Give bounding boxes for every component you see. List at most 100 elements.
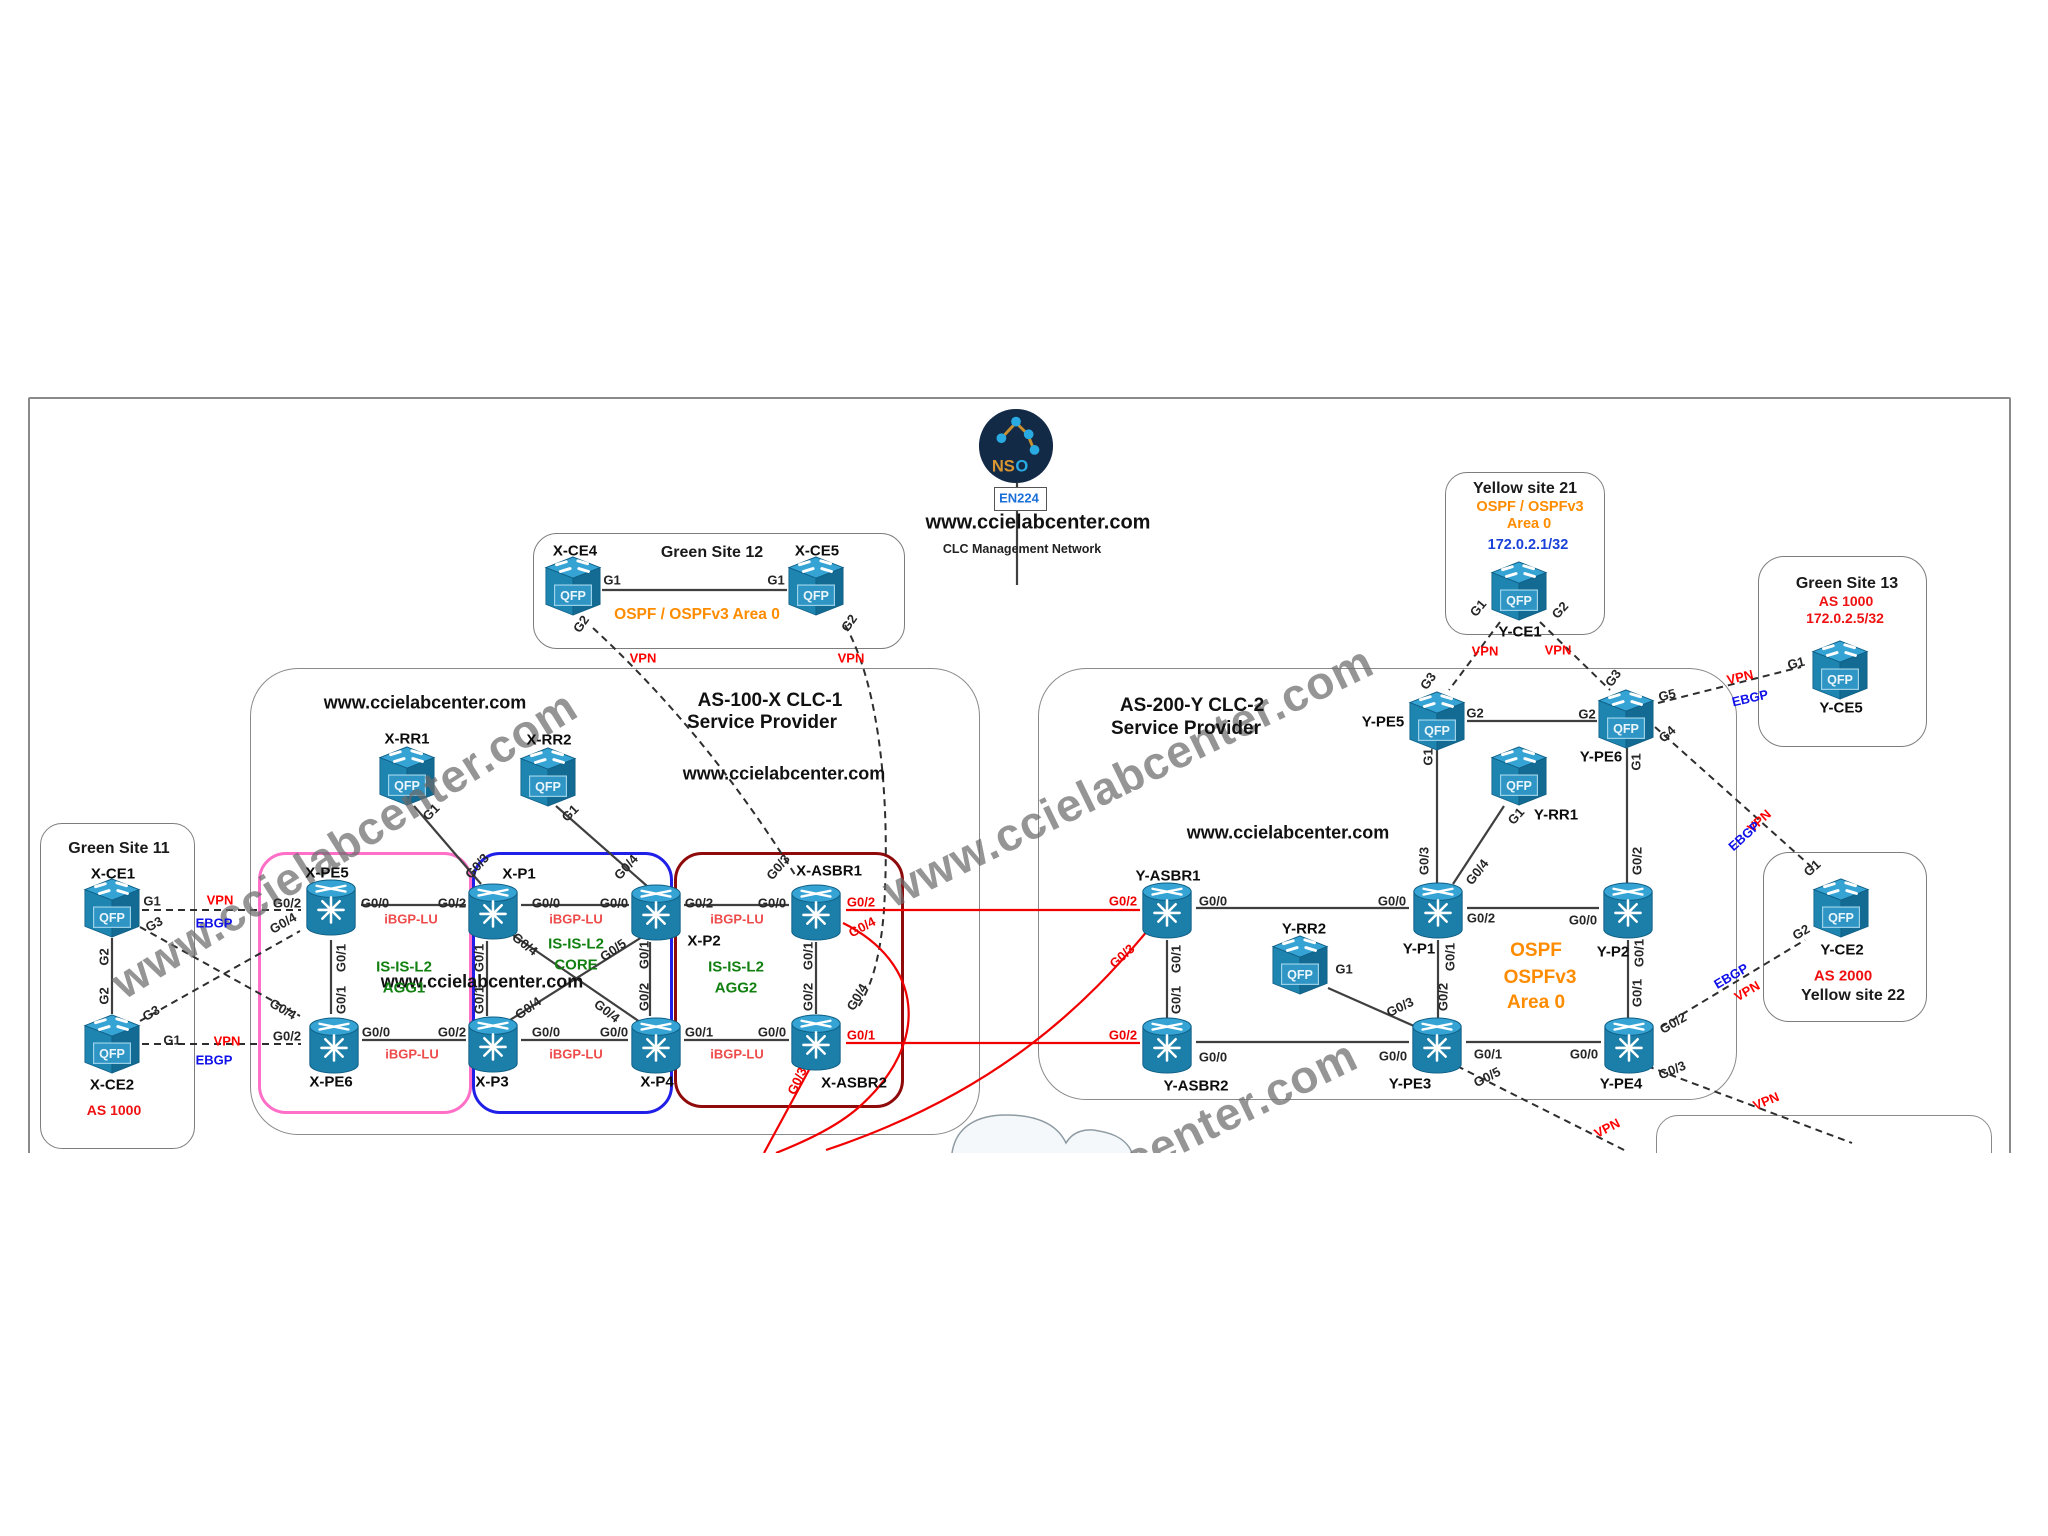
label-g0-0-118: G0/0 [1198, 1049, 1228, 1065]
qfp-router-icon: QFP [1812, 878, 1870, 938]
label-is-is-l2-39: IS-IS-L2 [708, 958, 764, 976]
router-y-ce5: QFP [1809, 639, 1871, 701]
label-g0-1-116: G0/1 [1168, 944, 1184, 974]
sp-as100-box [250, 668, 980, 1135]
svg-text:QFP: QFP [99, 911, 125, 925]
label-x-rr2-22: X-RR2 [526, 731, 572, 749]
label-ibgp-lu-48: iBGP-LU [549, 911, 603, 927]
qfp-router-icon: QFP [1597, 689, 1655, 749]
svg-text:QFP: QFP [1827, 673, 1853, 687]
qfp-router-icon: QFP [83, 1014, 141, 1074]
router-icon [309, 1017, 359, 1074]
label-y-pe4-105: Y-PE4 [1599, 1075, 1643, 1093]
label-g0-2-91: G0/2 [272, 895, 302, 911]
label-ospf-ospfv3-area-0-11: OSPF / OSPFv3 Area 0 [614, 606, 780, 623]
label-y-ce1-146: Y-CE1 [1498, 623, 1542, 641]
router-icon [468, 1016, 518, 1073]
router-x-p2 [627, 882, 685, 944]
label-g0-0-115: G0/0 [1377, 893, 1407, 909]
label-x-pe5-27: X-PE5 [305, 864, 349, 882]
label-x-pe6-31: X-PE6 [309, 1073, 353, 1091]
label-g0-0-41: G0/0 [360, 895, 390, 911]
label-g0-2-73: G0/2 [846, 894, 876, 910]
label-172-0-2-5-32-155: 172.0.2.5/32 [1806, 610, 1884, 626]
label-g0-2-122: G0/2 [1466, 910, 1496, 926]
label-g0-0-50: G0/0 [361, 1024, 391, 1040]
label-en224-5: EN224 [999, 490, 1039, 506]
label-vpn-89: VPN [213, 1033, 241, 1049]
label-g0-2-64: G0/2 [636, 982, 652, 1012]
partial-bottom-box [1656, 1115, 1992, 1153]
label-g1-130: G1 [1628, 753, 1644, 771]
router-icon [1604, 1017, 1654, 1074]
router-x-p1 [464, 881, 522, 943]
router-y-rr1: QFP [1488, 745, 1550, 807]
inter-as-red-link-45 [825, 929, 1149, 1152]
label-g0-0-44: G0/0 [599, 895, 629, 911]
label-g2-135: G2 [1578, 706, 1596, 722]
router-x-pe5 [302, 877, 360, 939]
label-g0-1-128: G0/1 [1631, 938, 1647, 968]
svg-text:QFP: QFP [1287, 968, 1313, 982]
inter-as-red-link-46 [763, 1067, 811, 1153]
label-g0-2-113: G0/2 [1108, 1027, 1138, 1043]
label-as-2000-166: AS 2000 [1813, 967, 1873, 985]
label-x-asbr2-34: X-ASBR2 [821, 1074, 887, 1092]
label-g0-3-133: G0/3 [1416, 846, 1432, 876]
label-green-site-13-153: Green Site 13 [1795, 575, 1899, 592]
label-as-1000-80: AS 1000 [86, 1102, 142, 1118]
label-ospfv3-109: OSPFv3 [1503, 967, 1577, 988]
label-x-rr1-21: X-RR1 [384, 730, 430, 748]
label-as-100-x-clc-1-16: AS-100-X CLC-1 [697, 690, 843, 711]
label-www-ccielabcenter-com-20: www.ccielabcenter.com [380, 971, 584, 992]
router-icon [631, 1017, 681, 1074]
label-x-p1-28: X-P1 [502, 865, 536, 883]
label-area-0-110: Area 0 [1506, 992, 1566, 1013]
label-y-asbr2-99: Y-ASBR2 [1163, 1077, 1229, 1095]
router-x-p4 [627, 1015, 685, 1077]
svg-text:QFP: QFP [394, 779, 420, 793]
router-icon [306, 879, 356, 936]
label-yellow-site-21-142: Yellow site 21 [1472, 480, 1578, 497]
link-28 [1327, 986, 1415, 1028]
links-layer [110, 483, 1853, 1153]
label-g0-2-66: G0/2 [800, 982, 816, 1012]
label-g0-0-123: G0/0 [1568, 912, 1598, 928]
link-27 [1452, 805, 1505, 885]
router-x-asbr2 [787, 1012, 845, 1074]
label-green-site-12-6: Green Site 12 [660, 544, 764, 561]
link-14 [509, 932, 641, 1023]
label-vpn-149: VPN [1471, 643, 1499, 659]
label-g0-2-51: G0/2 [437, 1024, 467, 1040]
svg-text:QFP: QFP [803, 589, 829, 603]
site-yellow-21 [1445, 472, 1605, 635]
label-x-ce1-78: X-CE1 [90, 865, 136, 883]
label-x-ce2-79: X-CE2 [89, 1076, 135, 1094]
label-core-38: CORE [554, 956, 598, 974]
qfp-router-icon: QFP [378, 746, 436, 806]
label-g0-1-75: G0/1 [846, 1027, 876, 1043]
vpn-dashed-link-34 [844, 624, 887, 1011]
router-y-pe6: QFP [1595, 688, 1657, 750]
router-y-p2 [1599, 880, 1657, 942]
link-2 [413, 805, 482, 885]
vpn-dashed-link-41 [1646, 1065, 1853, 1144]
router-y-pe4 [1600, 1015, 1658, 1077]
label-g0-0-55: G0/0 [757, 1024, 787, 1040]
sp-as200-box [1038, 668, 1737, 1100]
label-ebgp-90: EBGP [195, 1052, 233, 1068]
label-g0-0-119: G0/0 [1378, 1048, 1408, 1064]
label-service-provider-96: Service Provider [1111, 718, 1261, 739]
label-x-p4-33: X-P4 [640, 1073, 674, 1091]
router-y-rr2: QFP [1269, 934, 1331, 996]
label-g1-120: G1 [1335, 961, 1353, 977]
svg-text:QFP: QFP [535, 780, 561, 794]
label-green-site-11-77: Green Site 11 [68, 840, 170, 857]
svg-text:QFP: QFP [99, 1047, 125, 1061]
isis-agg1-box [258, 852, 472, 1114]
label-g2-83: G2 [96, 948, 112, 966]
vpn-dashed-link-37 [1657, 666, 1802, 704]
inter-as-red-link-44 [775, 922, 910, 1153]
label-yellow-site-22-167: Yellow site 22 [1800, 987, 1906, 1004]
label-service-provider-17: Service Provider [687, 712, 837, 733]
